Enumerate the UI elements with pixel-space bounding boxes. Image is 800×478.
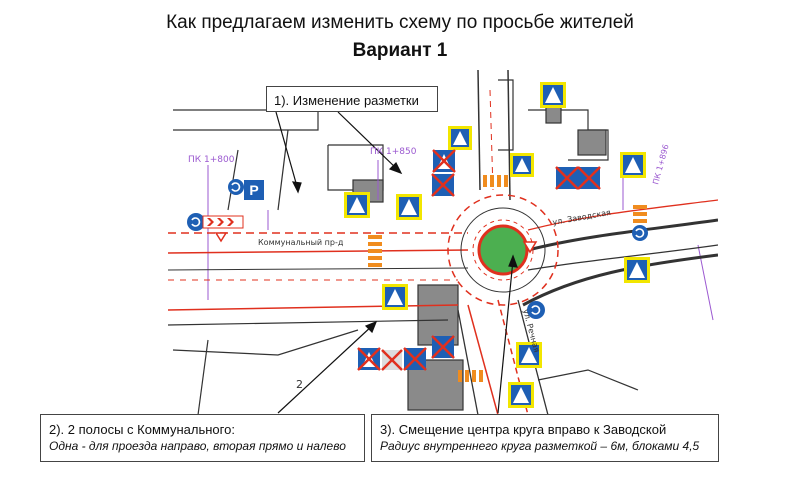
house-number: 2 xyxy=(296,378,303,391)
crosswalk-sign-icon xyxy=(382,284,408,310)
crosswalk-sign-icon xyxy=(516,342,542,368)
zavodskaya-label: ул. Заводская xyxy=(552,208,612,227)
removed-sign-icon xyxy=(357,347,381,371)
crosswalk-sign-icon xyxy=(448,126,472,150)
parking-label: P xyxy=(249,182,258,198)
removed-sign-icon xyxy=(432,149,456,173)
intersection-scheme: P ПК 1+800 ПК 1+850 ПК 1+896 Коммунальны… xyxy=(168,70,718,415)
page-title: Как предлагаем изменить схему по просьбе… xyxy=(166,12,634,33)
callout-markings-title: 1). Изменение разметки xyxy=(274,93,419,108)
crosswalk-sign-icon xyxy=(508,382,534,408)
removed-sign-icon xyxy=(431,335,455,359)
callout-two-lanes: 2). 2 полосы с Коммунального: Одна - для… xyxy=(40,414,365,462)
road-west xyxy=(168,232,469,326)
callout-shift-center: 3). Смещение центра круга вправо к Завод… xyxy=(371,414,719,462)
pk-800-label: ПК 1+800 xyxy=(188,155,235,165)
callout-two-lanes-title: 2). 2 полосы с Коммунального: xyxy=(49,422,235,437)
crosswalks xyxy=(368,175,647,382)
roundabout-sign-icon xyxy=(187,213,205,231)
parking-sign-icon: P xyxy=(244,180,264,200)
crosswalk-sign-icon xyxy=(344,192,370,218)
removed-sign-icon xyxy=(403,347,427,371)
yield-sign-icon xyxy=(214,232,228,243)
roundabout-sign-icon xyxy=(527,301,545,319)
crosswalk-sign-icon xyxy=(510,153,534,177)
chevron-barrier-icon xyxy=(202,215,244,229)
crosswalk-sign-icon xyxy=(540,82,566,108)
crosswalk-sign-icon xyxy=(620,152,646,178)
removed-sign-icon xyxy=(577,166,601,190)
kommunalny-label: Коммунальный пр-д xyxy=(258,238,344,247)
page-subtitle: Вариант 1 xyxy=(352,40,448,61)
removed-sign-icon xyxy=(431,173,455,197)
removed-sign-icon xyxy=(555,166,579,190)
road-north xyxy=(477,70,511,201)
callout-shift-center-title: 3). Смещение центра круга вправо к Завод… xyxy=(380,422,667,437)
removed-sign-icon xyxy=(381,349,403,371)
yield-sign-icon xyxy=(522,241,538,254)
road-signs: P xyxy=(187,82,650,408)
callout-two-lanes-subtitle: Одна - для проезда направо, вторая прямо… xyxy=(49,439,346,453)
callout-markings: 1). Изменение разметки xyxy=(266,86,438,112)
roundabout-sign-icon xyxy=(632,225,648,241)
crosswalk-sign-icon xyxy=(624,257,650,283)
pointer-arrows xyxy=(275,111,518,414)
crosswalk-sign-icon xyxy=(396,194,422,220)
roundabout-sign-icon xyxy=(228,179,244,195)
callout-shift-center-subtitle: Радиус внутреннего круга разметкой – 6м,… xyxy=(380,439,700,453)
pk-850-label: ПК 1+850 xyxy=(370,147,417,157)
road-east xyxy=(522,199,718,307)
pk-896-label: ПК 1+896 xyxy=(651,143,670,185)
